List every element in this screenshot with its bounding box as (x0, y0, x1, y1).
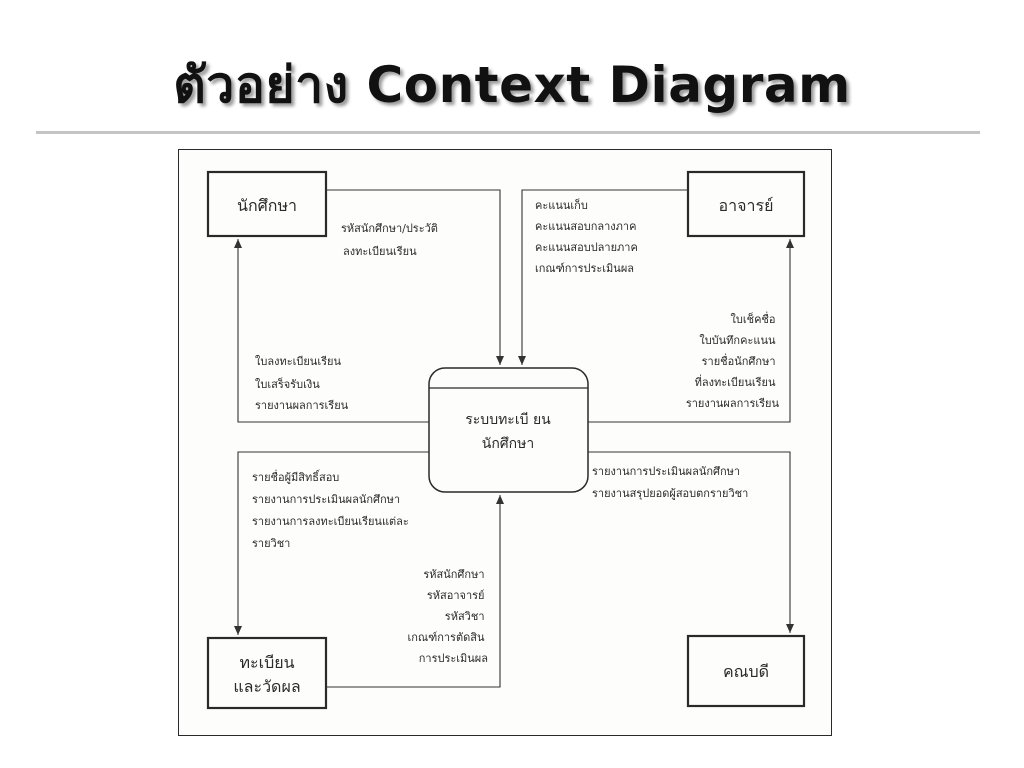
flow-label-system-to-teacher-line-2: ใบบันทึกคะแนน (699, 334, 776, 347)
flow-label-system-to-teacher-line-5: รายงานผลการเรียน (686, 397, 780, 410)
flow-label-registry-to-system-line-5: การประเมินผล (419, 652, 488, 665)
flow-label-system-to-dean-line-2: รายงานสรุปยอดผู้สอบตกรายวิชา (592, 487, 748, 500)
flow-line-registry-to-system (326, 495, 504, 688)
flow-label-registry-to-system: รหัสนักศึกษา รหัสอาจารย์ รหัสวิชา เกณฑ์ก… (407, 568, 488, 665)
flow-label-registry-to-system-line-1: รหัสนักศึกษา (423, 568, 484, 581)
flow-label-system-to-teacher-line-1: ใบเช็คชื่อ (730, 311, 775, 326)
process-label-1: ระบบทะเบี ยน (465, 412, 551, 428)
flow-label-system-to-student: ใบลงทะเบียนเรียน ใบเสร็จรับเงิน รายงานผล… (255, 355, 349, 412)
flow-label-teacher-to-system-line-3: คะแนนสอบปลายภาค (535, 241, 638, 254)
context-diagram: นักศึกษา อาจารย์ ทะเบียน และวัดผล คณบดี … (206, 170, 806, 710)
flow-label-system-to-registry-line-3: รายงานการลงทะเบียนเรียนแต่ละ (252, 515, 409, 528)
flow-line-student-to-system (326, 189, 504, 365)
process-label-2: นักศึกษา (482, 436, 535, 452)
entity-student: นักศึกษา (206, 170, 328, 238)
flow-label-system-to-registry-line-1: รายชื่อผู้มีสิทธิ์สอบ (252, 469, 339, 484)
flow-line-system-to-dean (588, 451, 794, 633)
flow-line-system-to-teacher (588, 239, 794, 423)
flow-label-registry-to-system-line-4: เกณฑ์การตัดสิน (407, 631, 485, 644)
entity-dean: คณบดี (686, 634, 806, 708)
flow-label-system-to-teacher-line-4: ที่ลงทะเบียนเรียน (695, 374, 776, 389)
flow-label-system-to-student-line-3: รายงานผลการเรียน (255, 399, 349, 412)
entity-teacher-label: อาจารย์ (719, 196, 774, 215)
flow-label-teacher-to-system: คะแนนเก็บ คะแนนสอบกลางภาค คะแนนสอบปลายภา… (535, 198, 641, 275)
entity-teacher: อาจารย์ (686, 170, 806, 238)
flow-label-teacher-to-system-line-2: คะแนนสอบกลางภาค (535, 220, 636, 233)
flow-label-system-to-dean-line-1: รายงานการประเมินผลนักศึกษา (592, 465, 740, 478)
flow-label-student-to-system-line-2: ลงทะเบียนเรียน (343, 245, 417, 258)
flow-label-system-to-registry-line-2: รายงานการประเมินผลนักศึกษา (252, 493, 400, 506)
flow-line-system-to-registry (234, 451, 429, 635)
slide-title: ตัวอย่าง Context Diagram (173, 56, 851, 114)
flow-label-teacher-to-system-line-1: คะแนนเก็บ (535, 198, 588, 212)
context-diagram-scan: นักศึกษา อาจารย์ ทะเบียน และวัดผล คณบดี … (178, 149, 832, 736)
flow-line-teacher-to-system (518, 189, 688, 365)
flow-label-system-to-teacher-line-3: รายชื่อนักศึกษา (702, 353, 776, 368)
flow-label-teacher-to-system-line-4: เกณฑ์การประเมินผล (535, 262, 634, 275)
flow-label-registry-to-system-line-2: รหัสอาจารย์ (427, 589, 485, 602)
entity-registry-label-2: และวัดผล (233, 677, 300, 696)
title-divider (36, 131, 980, 134)
flow-label-student-to-system-line-1: รหัสนักศึกษา/ประวัติ (341, 222, 438, 235)
flow-label-system-to-student-line-1: ใบลงทะเบียนเรียน (255, 355, 341, 368)
flow-label-system-to-teacher: ใบเช็คชื่อ ใบบันทึกคะแนน รายชื่อนักศึกษา… (686, 311, 780, 410)
flow-label-student-to-system: รหัสนักศึกษา/ประวัติ ลงทะเบียนเรียน (341, 222, 441, 258)
flow-label-system-to-dean: รายงานการประเมินผลนักศึกษา รายงานสรุปยอด… (592, 465, 748, 500)
flow-label-system-to-registry: รายชื่อผู้มีสิทธิ์สอบ รายงานการประเมินผล… (252, 469, 412, 550)
flow-label-registry-to-system-line-3: รหัสวิชา (445, 610, 485, 623)
flow-label-system-to-student-line-2: ใบเสร็จรับเงิน (255, 377, 320, 391)
entity-student-label: นักศึกษา (237, 196, 297, 215)
entity-registry-label-1: ทะเบียน (239, 653, 294, 672)
entity-dean-label: คณบดี (723, 662, 769, 681)
flow-line-system-to-student (234, 239, 429, 423)
process-registration-system: ระบบทะเบี ยน นักศึกษา (428, 367, 589, 493)
entity-registry: ทะเบียน และวัดผล (206, 636, 328, 710)
flow-label-system-to-registry-line-4: รายวิชา (252, 537, 290, 550)
